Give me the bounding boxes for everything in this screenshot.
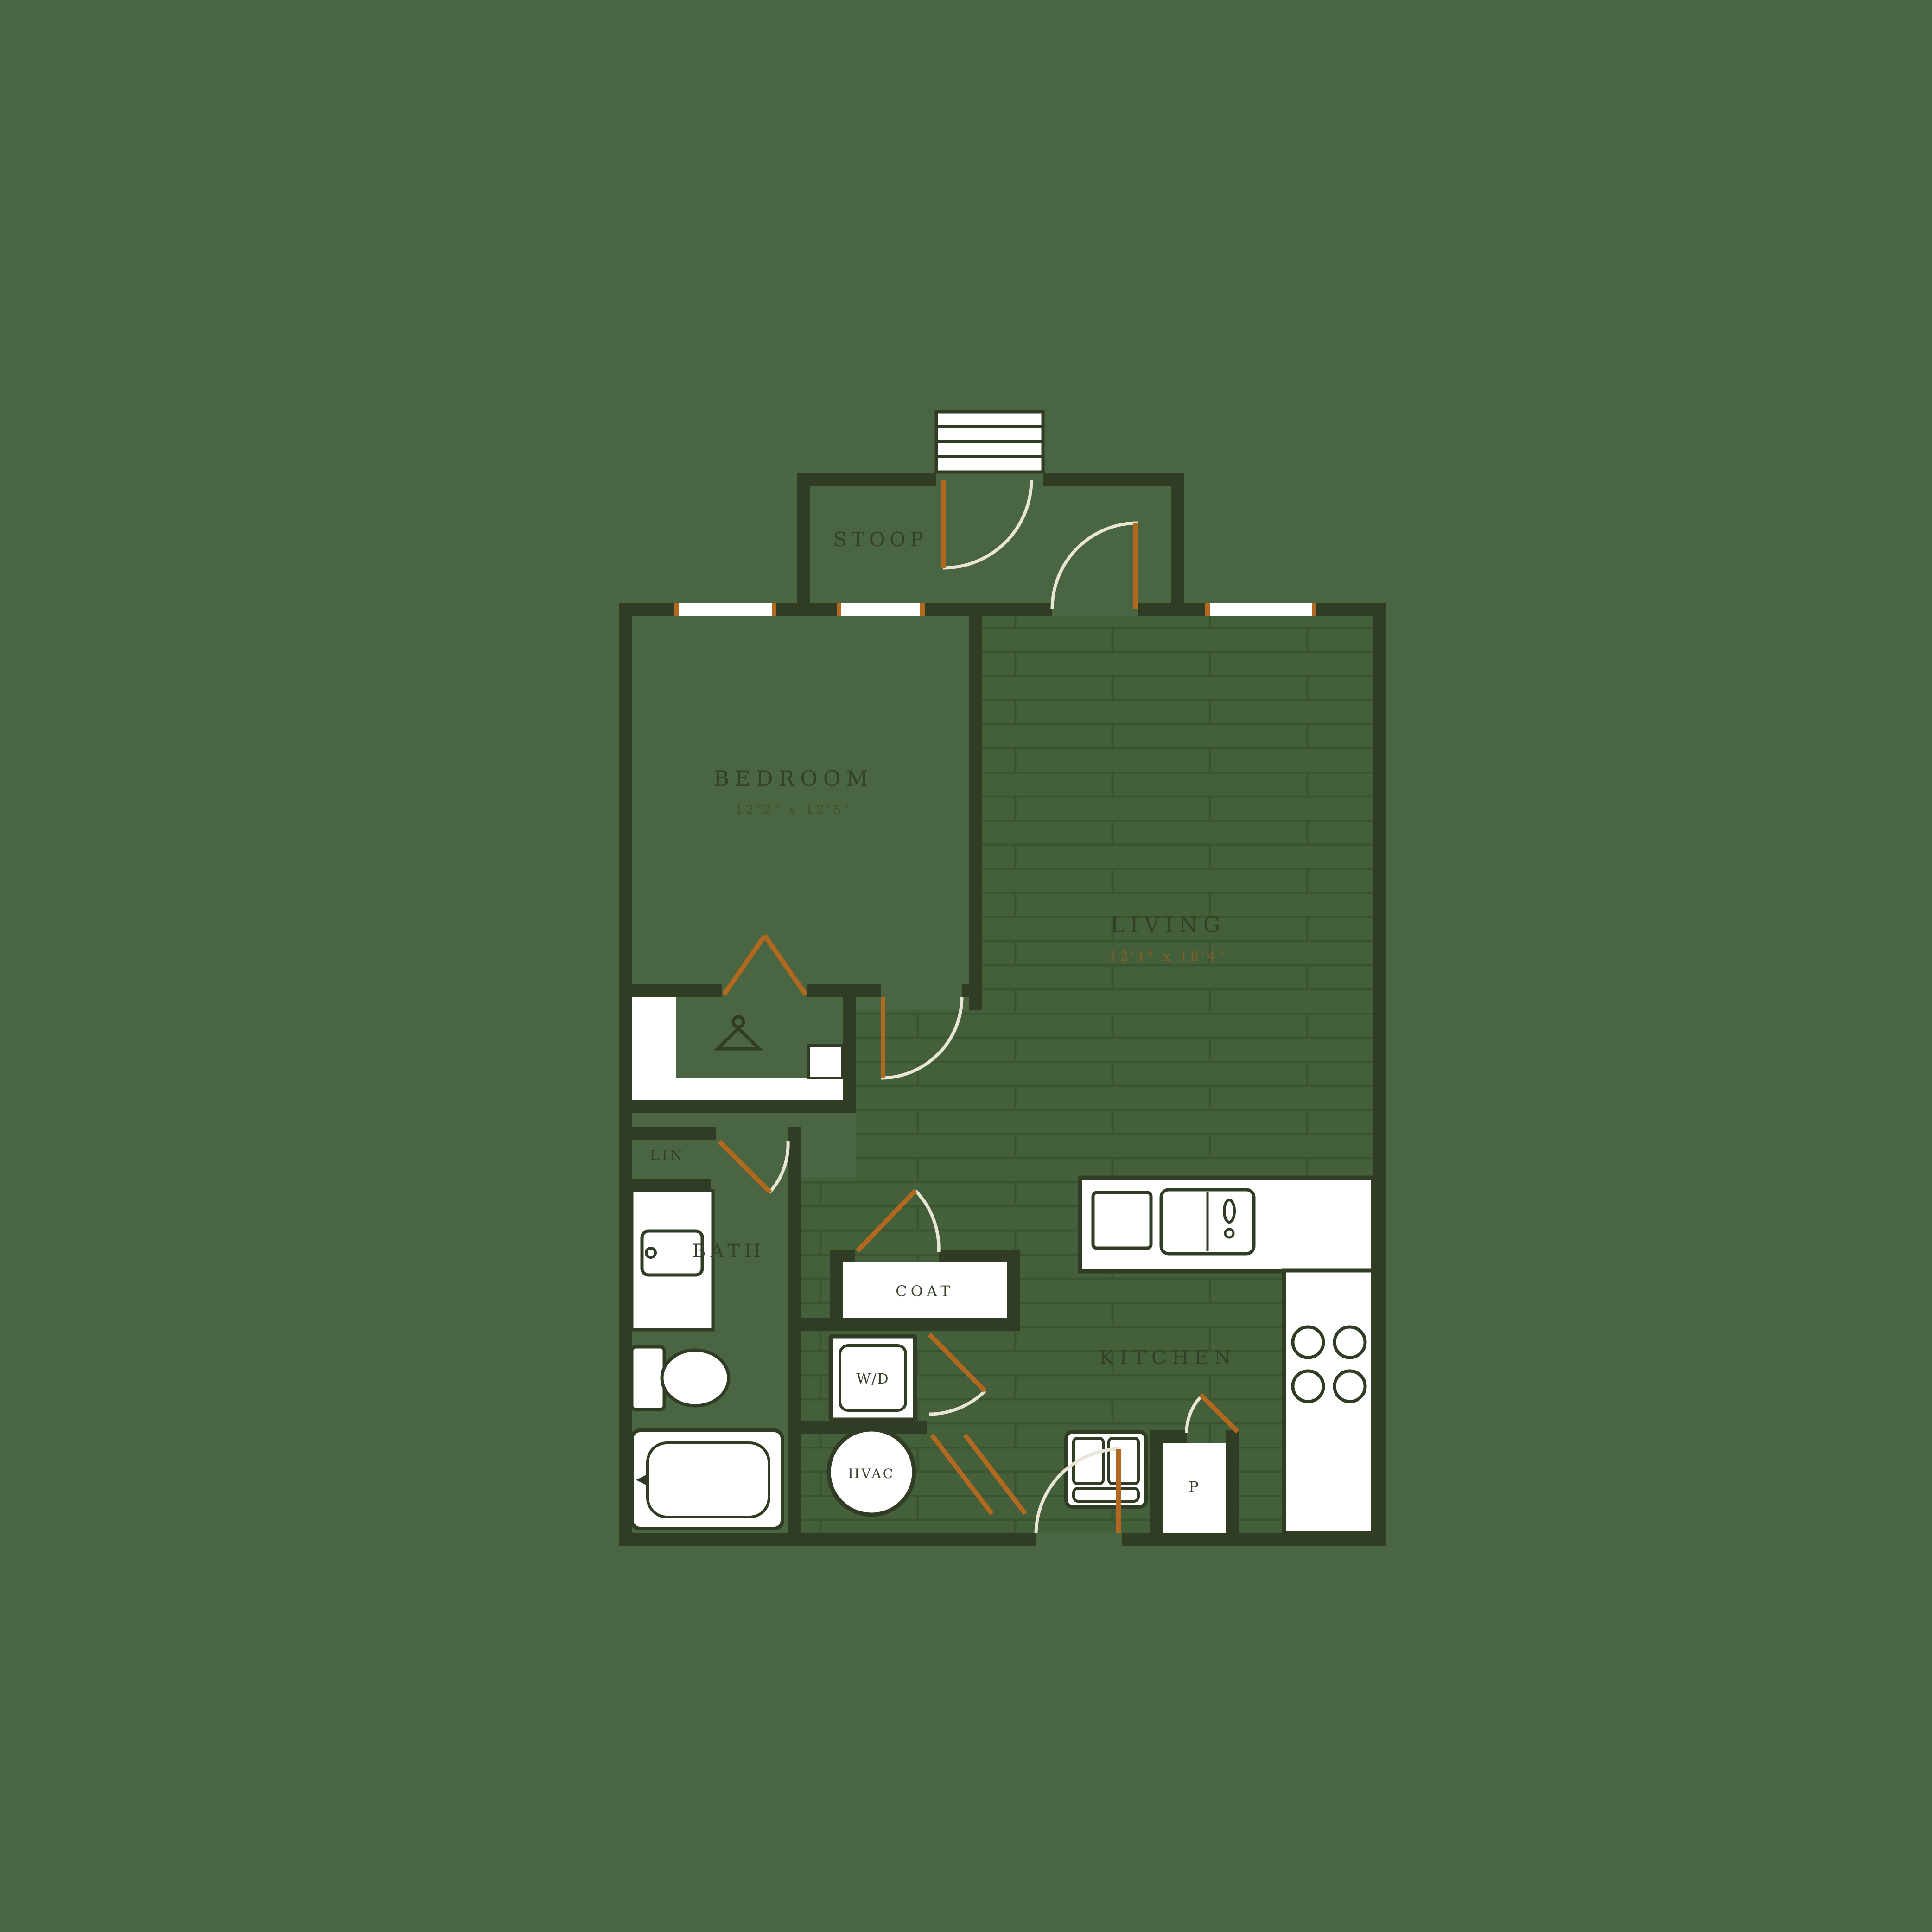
kitchen-faucet <box>1223 1199 1236 1224</box>
bedroom-dims: 12'2" x 12'5" <box>735 803 852 817</box>
wall-coat-left <box>830 1250 843 1331</box>
hvac-unit <box>826 1427 916 1517</box>
front-door <box>1050 521 1138 609</box>
bedroom-closet <box>632 997 844 1100</box>
bedroom-door <box>880 996 964 1080</box>
kitchen-fixtures <box>1064 1175 1375 1536</box>
bench-seat <box>1064 1430 1148 1509</box>
wall-main-left <box>619 603 632 1546</box>
toilet-bowl <box>660 1348 731 1408</box>
wall-openings <box>936 473 1138 1546</box>
kitchen-label: KITCHEN <box>1099 1346 1237 1369</box>
wall-closet-right <box>843 984 856 1113</box>
washer-dryer <box>828 1334 917 1422</box>
hanger-icon <box>713 1015 763 1051</box>
wall-coat-top-b <box>939 1250 1020 1262</box>
wd-door <box>928 1333 987 1416</box>
cutting-board <box>1091 1191 1153 1250</box>
wall-stoop-left <box>797 473 810 603</box>
wall-pantry-top <box>1150 1430 1187 1443</box>
living-label: LIVING <box>1110 912 1226 937</box>
wall-main-right <box>1373 603 1386 1546</box>
bathtub-faucet-icon <box>636 1473 649 1486</box>
wd-label: W/D <box>857 1371 890 1387</box>
pantry-door <box>1185 1393 1239 1434</box>
lin-label: LIN <box>650 1148 685 1164</box>
opening-stoop-door <box>936 473 1043 486</box>
window-living <box>1205 603 1316 616</box>
wall-stoop-right <box>1171 473 1184 603</box>
pantry-floor <box>1163 1443 1226 1533</box>
opening-entry-door <box>1036 1533 1122 1546</box>
window-bedroom-2 <box>837 603 925 616</box>
windows <box>674 603 1316 616</box>
window-bedroom-1 <box>674 603 776 616</box>
stoop-door <box>941 479 1033 570</box>
wall-main-bottom <box>619 1533 1386 1546</box>
cooktop <box>1291 1325 1367 1403</box>
coat-closet-floor <box>843 1262 1007 1318</box>
wall-coat-bottom <box>788 1318 1020 1331</box>
wall-coat-right <box>1007 1250 1020 1331</box>
wall-bedroom-bottom-c <box>962 984 982 997</box>
closet-shelf-bottom <box>632 1078 843 1100</box>
wall-pantry-left <box>1150 1430 1163 1533</box>
living-dims: 12'1" x 18'4" <box>1109 950 1227 964</box>
bath-sink <box>640 1229 704 1277</box>
living-floor <box>982 616 1373 1178</box>
wall-pantry-right <box>1226 1430 1239 1533</box>
kitchen-counter-right <box>1282 1268 1375 1536</box>
wall-closet-bottom <box>619 1100 856 1113</box>
wall-lin-shelf <box>632 1179 711 1190</box>
wall-bath-right <box>788 1127 801 1546</box>
bath-door <box>718 1140 790 1194</box>
opening-front-door <box>1052 603 1138 616</box>
closet-drawer <box>807 1044 844 1079</box>
pantry-label: P <box>1188 1478 1200 1496</box>
coat-label: COAT <box>896 1282 953 1300</box>
bathtub <box>630 1428 784 1530</box>
stoop-steps <box>934 410 1045 474</box>
entry-door <box>1034 1447 1121 1534</box>
stoop-label: STOOP <box>833 528 928 551</box>
hvac-bifold-doors <box>930 1433 1027 1516</box>
wall-bedroom-living-divider <box>969 616 982 1010</box>
hvac-label: HVAC <box>848 1466 895 1481</box>
doors <box>718 479 1239 1534</box>
hall-floor <box>856 1010 982 1178</box>
bath-fixtures <box>630 1189 784 1530</box>
bedroom-label: BEDROOM <box>713 766 873 791</box>
toilet-tank <box>630 1345 666 1411</box>
bath-sink-faucet <box>645 1247 657 1259</box>
closet-doors <box>722 934 808 996</box>
wall-bath-top <box>619 1127 716 1140</box>
labels: STOOP BEDROOM 12'2" x 12'5" LIVING 12'1"… <box>650 528 1237 1496</box>
wall-bedroom-bottom-a <box>632 984 722 997</box>
coat-door <box>856 1189 941 1253</box>
kitchen-sink <box>1159 1188 1256 1256</box>
bath-label: BATH <box>692 1241 765 1262</box>
